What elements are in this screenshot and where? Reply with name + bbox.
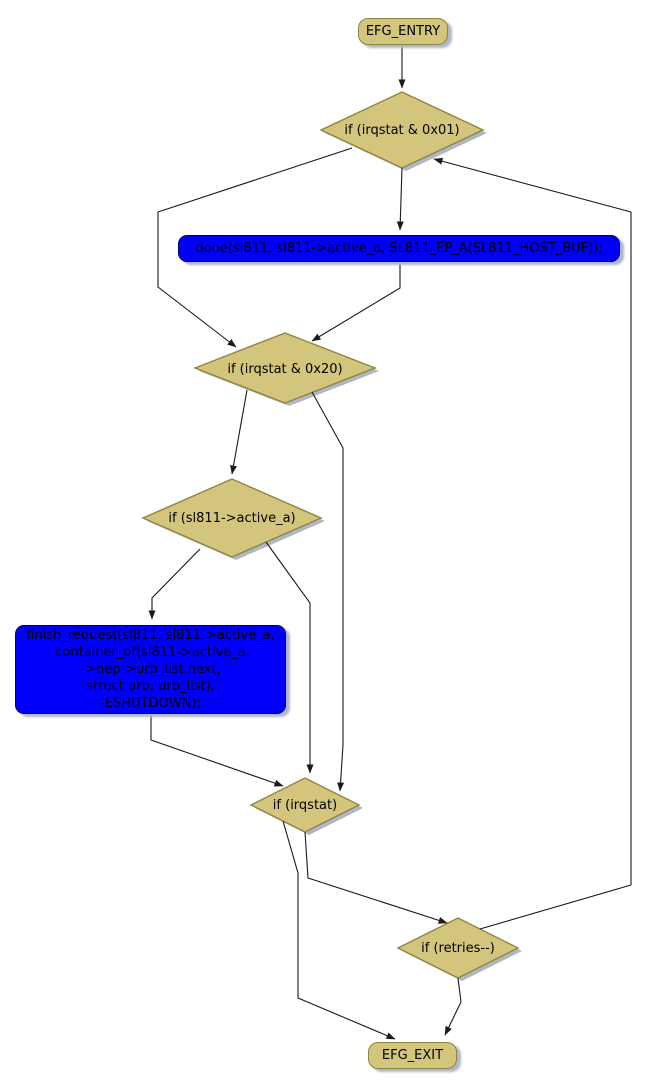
node-efg-entry: EFG_ENTRY: [358, 18, 448, 45]
edge-activea-to-irqstat: [265, 541, 314, 774]
decision-irqstat-0x01: [319, 91, 485, 169]
edge-activea-to-finish: [148, 548, 201, 620]
edge-done-to-irqstat0x20: [311, 263, 401, 342]
edge-irqstat0x01-to-done: [396, 167, 404, 231]
edge-retries-to-irqstat0x01: [433, 157, 632, 930]
edge-irqstat0x20-to-activea: [230, 389, 248, 475]
edge-irqstat-to-exit: [282, 820, 396, 1040]
node-efg-entry-label: EFG_ENTRY: [365, 24, 441, 39]
edge-irqstat0x01-to-irqstat0x20: [157, 147, 353, 348]
edge-irqstat0x20-to-irqstat: [311, 391, 345, 792]
node-finish-request-call: finish_request(sl811, sl811->active_a, c…: [15, 625, 286, 714]
finish-request-line: container_of(sl811->active_a: [55, 645, 246, 660]
finish-request-line: finish_request(sl811, sl811->active_a,: [26, 628, 275, 643]
finish-request-line: struct urb, urb_list),: [86, 679, 215, 694]
finish-request-line: -ESHUTDOWN);: [100, 696, 201, 711]
finish-request-line: ->hep->urb_list.next,: [80, 662, 221, 677]
decision-irqstat: [249, 777, 361, 833]
decision-retries: [396, 917, 520, 979]
node-done-call-label: done(sl811, sl811->active_a, SL811_EP_A(…: [195, 241, 603, 256]
node-efg-exit: EFG_EXIT: [368, 1042, 457, 1069]
decision-irqstat-0x20: [193, 332, 377, 404]
edge-finish-to-irqstat: [150, 715, 284, 787]
node-efg-exit-label: EFG_EXIT: [381, 1048, 444, 1063]
edge-irqstat-to-retries: [304, 831, 448, 924]
edge-retries-to-exit: [444, 977, 462, 1036]
node-done-call: done(sl811, sl811->active_a, SL811_EP_A(…: [178, 235, 620, 262]
decision-active-a: [141, 478, 323, 558]
